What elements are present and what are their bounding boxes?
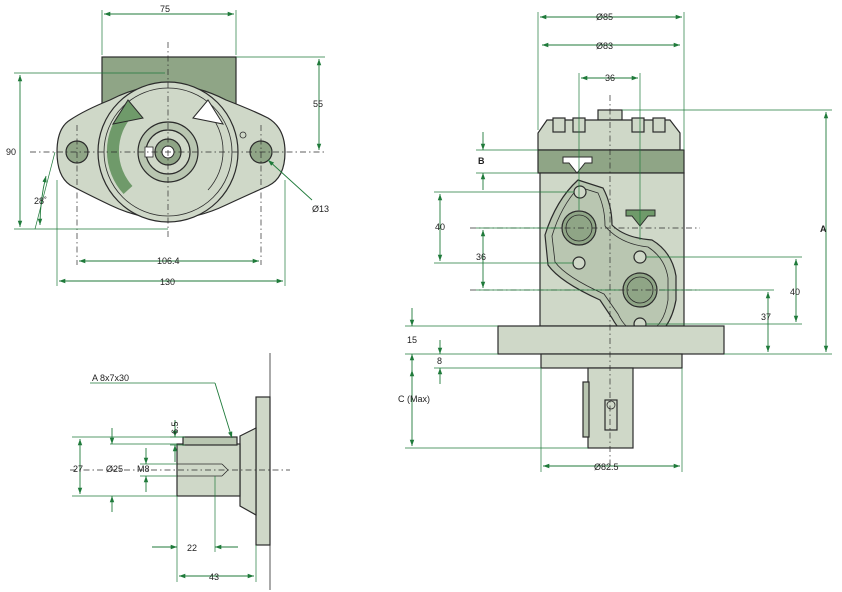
dim-8: 8 (437, 356, 442, 366)
small-port-2 (572, 256, 586, 270)
small-port-1 (573, 185, 587, 199)
front-view-dimensions: 75 90 55 28˚ Ø13 106.4 130 (6, 4, 329, 287)
dim-c-max: C (Max) (398, 394, 430, 404)
small-port-3 (633, 250, 647, 264)
dim-15: 15 (407, 335, 417, 345)
dim-pilot-diameter: Ø82.5 (594, 462, 619, 472)
shaft-key (182, 436, 238, 446)
dim-106-4: 106.4 (157, 256, 180, 266)
side-view-dimensions: Ø85 Ø83 36 B 40 36 A 40 (398, 12, 832, 472)
shaft-flange-plate (255, 396, 271, 546)
dim-37: 37 (761, 312, 771, 322)
side-view (470, 95, 725, 470)
dim-diameter-83: Ø83 (596, 41, 613, 51)
dim-diameter-85: Ø85 (596, 12, 613, 22)
dim-55: 55 (313, 99, 323, 109)
dim-130: 130 (160, 277, 175, 287)
flow-arrow (625, 209, 656, 227)
dim-40-right: 40 (790, 287, 800, 297)
rotation-arrow-right (192, 99, 225, 125)
side-mount-flange (497, 325, 725, 355)
dim-a: A (820, 224, 827, 234)
dim-b: B (478, 156, 485, 166)
shaft-view-dimensions: A 8x7x30 6.5 27 Ø25 M8 22 43 (72, 373, 257, 582)
dim-43: 43 (209, 572, 219, 582)
dim-shaft-diameter: Ø25 (106, 464, 123, 474)
dim-6-5: 6.5 (170, 421, 180, 434)
front-view (30, 42, 325, 265)
dim-75: 75 (160, 4, 170, 14)
side-pilot (540, 353, 683, 369)
dim-22: 22 (187, 543, 197, 553)
dim-port-spacing-36: 36 (605, 73, 615, 83)
dim-90: 90 (6, 147, 16, 157)
key-spec: A 8x7x30 (92, 373, 129, 383)
shaft-view (70, 353, 290, 590)
dim-27: 27 (73, 464, 83, 474)
dim-hole-diameter: Ø13 (312, 204, 329, 214)
dim-40-left: 40 (435, 222, 445, 232)
dim-m8-thread: M8 (137, 464, 150, 474)
dim-36-left: 36 (476, 252, 486, 262)
dim-28-degree: 28˚ (34, 196, 47, 206)
side-dark-band (537, 149, 685, 174)
